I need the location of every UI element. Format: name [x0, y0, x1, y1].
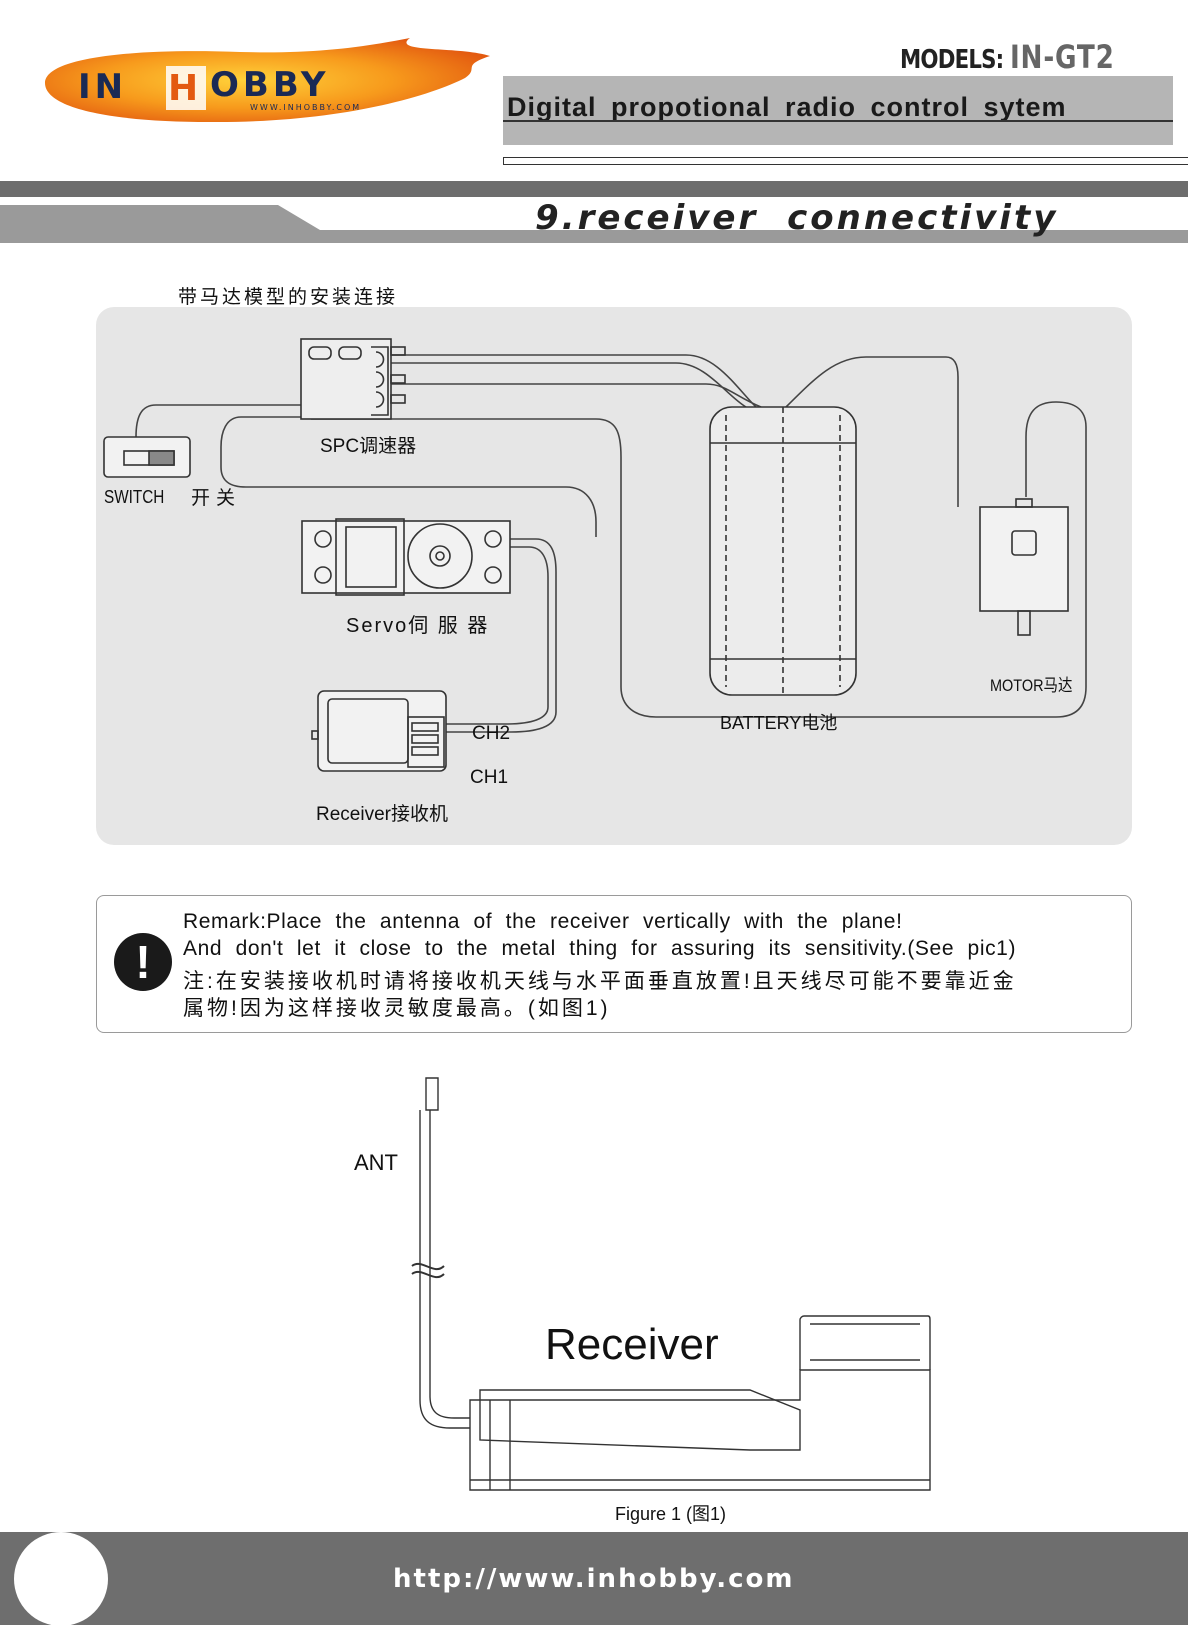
- label-motor: MOTOR马达: [990, 676, 1073, 695]
- wiring-diagram: SPC调速器 SWITCH 开关 Servo伺 服 器 BATTERY电池 MO…: [96, 307, 1132, 845]
- inhobby-logo: IN H OBBY WWW.INHOBBY.COM: [45, 38, 490, 123]
- antenna-wire: [411, 1077, 470, 1429]
- figure-caption: Figure 1 (图1): [615, 1504, 727, 1524]
- motor-unit: [979, 498, 1069, 636]
- remark-line-1: Remark:Place the antenna of the receiver…: [183, 910, 903, 933]
- model-value: IN-GT2: [1009, 38, 1115, 76]
- label-receiver-large: Receiver: [545, 1320, 719, 1369]
- page-number-circle: [14, 1532, 108, 1626]
- svg-text:OBBY: OBBY: [210, 65, 330, 105]
- diagram-caption: 带马达模型的安装连接: [178, 287, 399, 308]
- svg-text:H: H: [168, 68, 198, 109]
- svg-text:WWW.INHOBBY.COM: WWW.INHOBBY.COM: [250, 103, 361, 112]
- section-title: 9.receiver connectivity: [535, 198, 1059, 238]
- label-servo: Servo伺 服 器: [346, 615, 490, 637]
- models-label: MODELS: [900, 45, 996, 75]
- svg-text:IN: IN: [78, 67, 127, 107]
- document-title: Digital propotional radio control sytem: [507, 92, 1067, 122]
- remark-line-4: 属物!因为这样接收灵敏度最高。(如图1): [183, 997, 611, 1020]
- footer-url[interactable]: http://www.inhobby.com: [393, 1564, 795, 1594]
- models-heading: MODELS: IN-GT2: [900, 38, 1115, 76]
- divider-thin: [503, 157, 1188, 165]
- section-band: [0, 205, 1188, 243]
- label-switch-cn: 开关: [191, 488, 242, 509]
- label-ant: ANT: [354, 1150, 398, 1175]
- figure-receiver-antenna: ANT Receiver: [330, 1070, 970, 1500]
- battery-pack: [709, 406, 857, 696]
- title-underline: [503, 120, 1173, 122]
- title-bar: Digital propotional radio control sytem: [503, 76, 1173, 145]
- label-receiver: Receiver接收机: [316, 804, 448, 825]
- warning-icon: !: [114, 933, 172, 991]
- footer: http://www.inhobby.com: [0, 1532, 1188, 1626]
- remark-box: ! Remark:Place the antenna of the receiv…: [96, 895, 1132, 1033]
- label-battery: BATTERY电池: [720, 713, 838, 733]
- label-spc: SPC调速器: [320, 436, 417, 457]
- remark-line-3: 注:在安装接收机时请将接收机天线与水平面垂直放置!且天线尽可能不要靠近金: [183, 970, 1017, 993]
- label-ch2: CH2: [472, 723, 511, 744]
- label-ch1: CH1: [470, 767, 509, 788]
- label-switch: SWITCH: [104, 487, 165, 507]
- receiver-body: [469, 1315, 931, 1491]
- receiver-unit: [311, 690, 447, 772]
- servo-unit: [301, 518, 511, 596]
- divider-grey: [0, 181, 1188, 197]
- models-separator: :: [995, 45, 1005, 75]
- remark-line-2: And don't let it close to the metal thin…: [183, 937, 1017, 960]
- switch-unit: [103, 436, 191, 478]
- wires: [135, 354, 1087, 733]
- spc-controller: [300, 338, 406, 420]
